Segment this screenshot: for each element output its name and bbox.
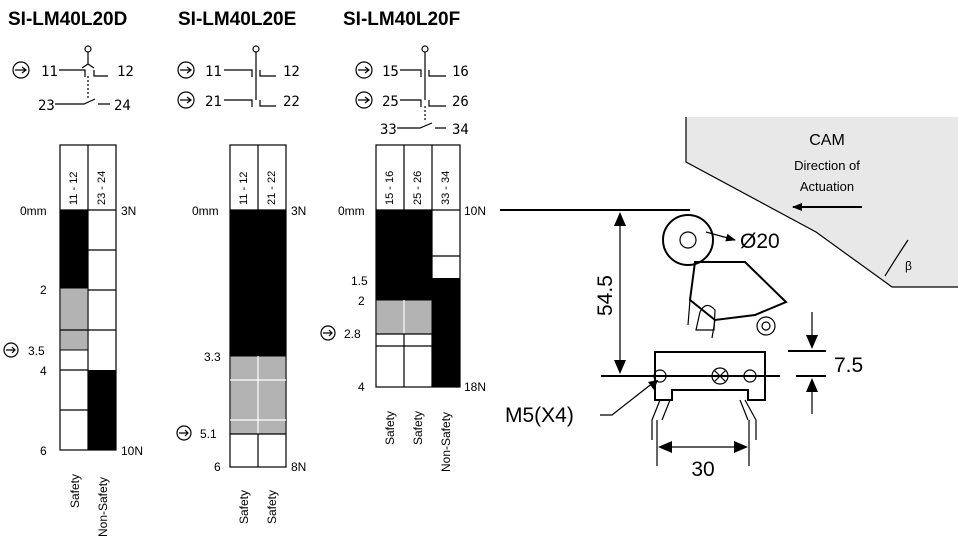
- travel-chart-e: 11 - 12 21 - 22 0mm 3.3 5.1 6 3N 8N Safe…: [176, 144, 306, 524]
- cam-label: CAM: [809, 132, 845, 149]
- column-label: 15 - 16: [384, 171, 396, 205]
- travel-tick-4: 4: [40, 364, 47, 378]
- travel-tick-2: 2: [40, 283, 47, 297]
- contact-open-zone: [230, 210, 286, 356]
- positive-opening-icon: [3, 342, 19, 358]
- travel-tick-0: 0mm: [192, 204, 219, 218]
- terminal-12: 12: [117, 64, 134, 80]
- column-type-label: Safety: [411, 411, 425, 445]
- travel-chart-d: 11 - 12 23 - 24 0mm 2 3.5 4 6 3N 10N Saf…: [3, 144, 143, 537]
- model-title-e: SI-LM40L20E: [178, 9, 296, 30]
- positive-opening-icon: [176, 425, 192, 441]
- terminal-16: 16: [452, 64, 469, 80]
- travel-chart-f: 15 - 16 25 - 26 33 - 34 0mm 1.5 2 2.8 4 …: [320, 144, 486, 472]
- column-type-label: Safety: [265, 490, 279, 524]
- roller: [662, 214, 714, 266]
- column-label: 23 - 24: [96, 171, 108, 205]
- contact-transition-zone: [59, 287, 89, 351]
- terminal-34: 34: [452, 122, 469, 138]
- column-label: 11 - 12: [238, 172, 250, 205]
- contact-open-zone: [432, 278, 460, 387]
- positive-opening-icon: [355, 61, 373, 79]
- roller-diameter: Ø20: [740, 230, 780, 253]
- travel-tick-0: 0mm: [20, 204, 47, 218]
- height-dimension: 54.5: [594, 275, 617, 316]
- column-label: 33 - 34: [440, 171, 452, 205]
- column-label: 11 - 12: [68, 172, 80, 205]
- travel-tick-1-5: 1.5: [351, 274, 368, 288]
- mount-hole-label: M5(X4): [505, 404, 574, 427]
- terminal-11: 11: [41, 64, 58, 80]
- travel-tick-3-5: 3.5: [28, 344, 45, 358]
- terminal-15: 15: [382, 64, 399, 80]
- force-end: 18N: [464, 380, 486, 394]
- terminal-26: 26: [452, 94, 469, 110]
- contact-open-zone: [88, 370, 116, 450]
- column-type-label: Non-Safety: [96, 477, 110, 537]
- contact-open-zone: [376, 210, 432, 300]
- terminal-33: 33: [380, 122, 397, 138]
- offset-dimension: 7.5: [834, 354, 863, 377]
- travel-tick-2-8: 2.8: [344, 327, 361, 341]
- terminal-21: 21: [205, 94, 222, 110]
- mechanical-drawing: CAM Direction of Actuation β 54.5 Ø20: [500, 117, 958, 481]
- cam-shape: [686, 117, 958, 287]
- column-type-label: Safety: [383, 411, 397, 445]
- force-start: 3N: [121, 204, 136, 218]
- switch-body: [654, 351, 766, 401]
- force-start: 3N: [291, 204, 306, 218]
- terminal-11: 11: [205, 64, 222, 80]
- travel-tick-0: 0mm: [338, 204, 365, 218]
- column-label: 21 - 22: [266, 171, 278, 205]
- positive-opening-icon: [12, 61, 30, 79]
- terminal-23: 23: [38, 98, 55, 114]
- travel-tick-6: 6: [40, 444, 47, 458]
- travel-tick-3-3: 3.3: [204, 350, 221, 364]
- terminal-24: 24: [114, 98, 131, 114]
- contact-symbol-d: 11 12 23 24: [12, 45, 134, 114]
- column-type-label: Safety: [68, 474, 82, 508]
- terminal-25: 25: [382, 94, 399, 110]
- positive-opening-icon: [355, 91, 373, 109]
- positive-opening-icon: [177, 91, 195, 109]
- width-dimension: 30: [691, 458, 714, 481]
- direction-label-1: Direction of: [794, 158, 860, 173]
- travel-tick-4: 4: [358, 380, 365, 394]
- terminal-12: 12: [283, 64, 300, 80]
- contact-symbol-e: 11 12 21 22: [177, 45, 300, 110]
- force-end: 10N: [121, 444, 143, 458]
- model-title-f: SI-LM40L20F: [343, 9, 460, 30]
- lever-arm: [688, 261, 788, 322]
- force-start: 10N: [464, 204, 486, 218]
- travel-tick-2: 2: [358, 294, 365, 308]
- positive-opening-icon: [177, 61, 195, 79]
- force-end: 8N: [291, 460, 306, 474]
- model-title-d: SI-LM40L20D: [8, 9, 127, 30]
- column-type-label: Non-Safety: [439, 412, 453, 472]
- travel-tick-6: 6: [214, 460, 221, 474]
- travel-tick-5-1: 5.1: [200, 427, 217, 441]
- column-type-label: Safety: [237, 490, 251, 524]
- contact-open-zone: [60, 210, 88, 288]
- beta-label: β: [905, 259, 912, 273]
- column-label: 25 - 26: [412, 171, 424, 205]
- direction-label-2: Actuation: [800, 179, 854, 194]
- terminal-22: 22: [283, 94, 300, 110]
- contact-symbol-f: 15 16 25 26 33 34: [355, 45, 469, 138]
- positive-opening-icon: [320, 325, 336, 341]
